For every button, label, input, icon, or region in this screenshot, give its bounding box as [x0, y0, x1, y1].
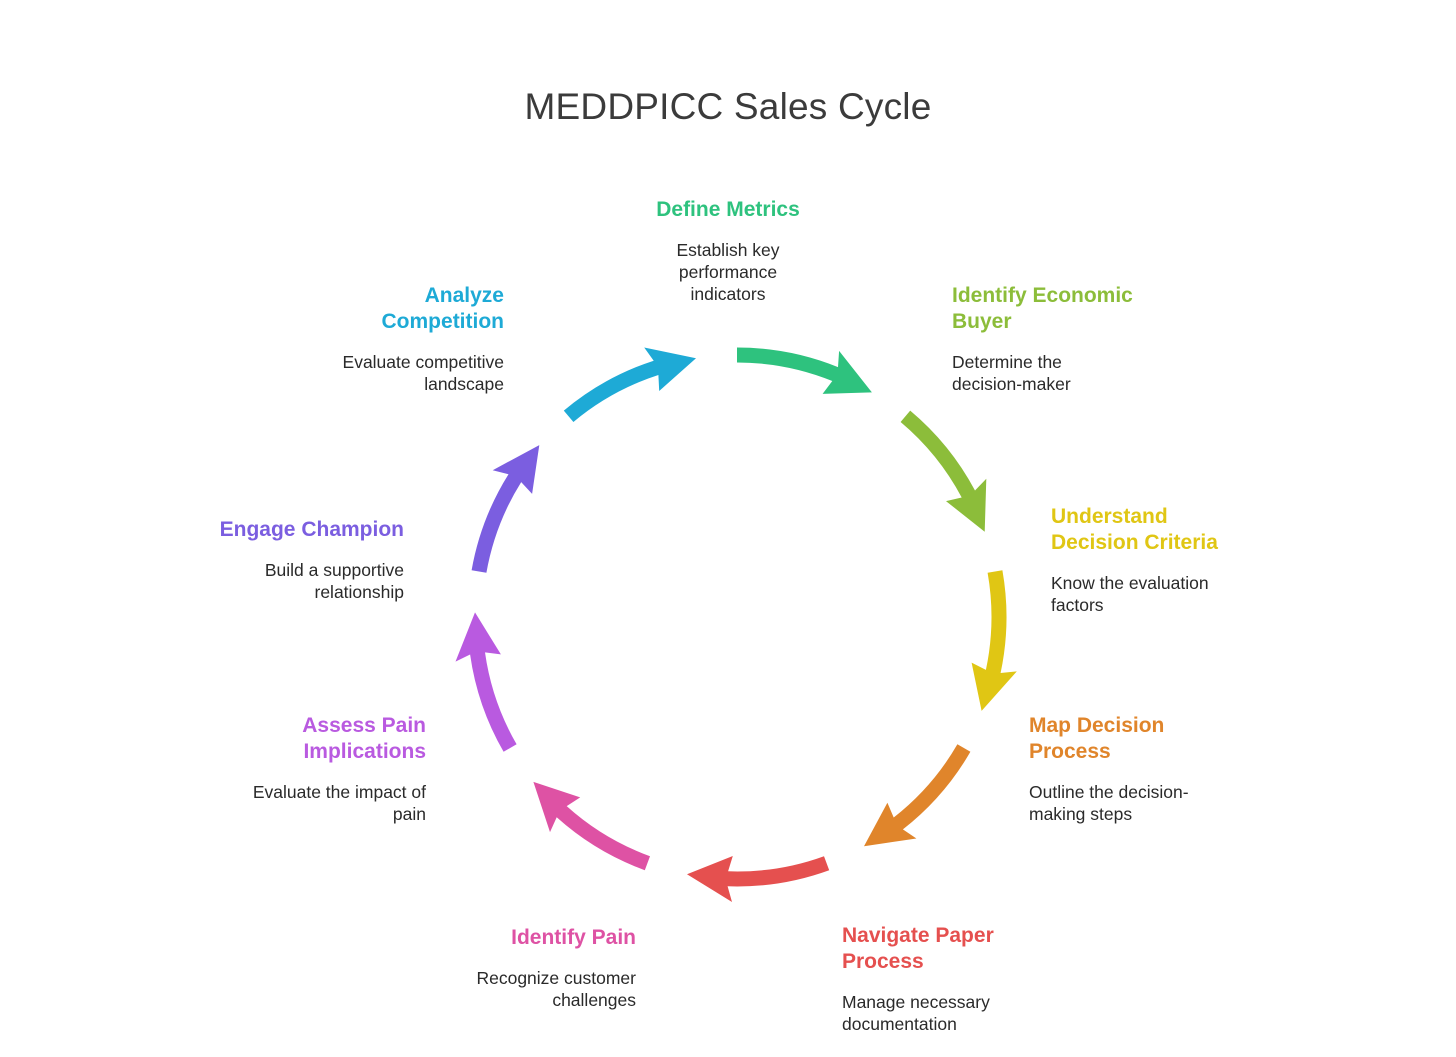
- stage-analyze-competition: Analyze Competition Evaluate competitive…: [314, 283, 504, 395]
- stage-description: Build a supportive relationship: [264, 560, 404, 602]
- stage-description: Determine the decision-maker: [952, 352, 1071, 394]
- diagram-title: MEDDPICC Sales Cycle: [524, 86, 932, 127]
- cycle-arrow-3: [971, 570, 1017, 711]
- stage-understand-decision-criteria: Understand Decision Criteria Know the ev…: [1051, 504, 1226, 616]
- cycle-arrow-4: [864, 744, 971, 847]
- stage-heading: Understand Decision Criteria: [1051, 505, 1218, 554]
- stage-heading: Identify Economic Buyer: [952, 284, 1133, 333]
- stage-identify-economic-buyer: Identify Economic Buyer Determine the de…: [952, 283, 1152, 395]
- stage-description: Evaluate competitive landscape: [342, 352, 504, 394]
- stage-heading: Navigate Paper Process: [842, 924, 994, 973]
- stage-navigate-paper-process: Navigate Paper Process Manage necessary …: [842, 923, 1012, 1035]
- stage-description: Evaluate the impact of pain: [252, 782, 426, 824]
- stage-heading: Analyze Competition: [381, 284, 504, 333]
- stage-engage-champion: Engage Champion Build a supportive relat…: [184, 517, 404, 603]
- cycle-arrow-6: [533, 781, 650, 871]
- cycle-arrow-5: [687, 856, 830, 902]
- cycle-arrow-9: [563, 347, 696, 422]
- stage-heading: Identify Pain: [511, 926, 636, 949]
- stage-description: Know the evaluation factors: [1051, 573, 1209, 615]
- stage-heading: Engage Champion: [219, 518, 404, 541]
- cycle-arrow-2: [900, 410, 987, 532]
- stage-description: Manage necessary documentation: [842, 992, 990, 1034]
- stage-description: Recognize customer challenges: [476, 968, 636, 1010]
- stage-assess-pain-implications: Assess Pain Implications Evaluate the im…: [226, 713, 426, 825]
- stage-description: Establish key performance indicators: [676, 240, 780, 304]
- stage-heading: Define Metrics: [656, 198, 800, 221]
- cycle-arrow-1: [737, 347, 872, 394]
- cycle-arrow-7: [455, 612, 517, 752]
- stage-description: Outline the decision-making steps: [1029, 782, 1189, 824]
- cycle-arrow-8: [471, 445, 540, 573]
- stage-map-decision-process: Map Decision Process Outline the decisio…: [1029, 713, 1204, 825]
- stage-heading: Map Decision Process: [1029, 714, 1165, 763]
- stage-heading: Assess Pain Implications: [302, 714, 426, 763]
- stage-define-metrics: Define Metrics Establish key performance…: [578, 197, 878, 305]
- stage-identify-pain: Identify Pain Recognize customer challen…: [446, 925, 636, 1011]
